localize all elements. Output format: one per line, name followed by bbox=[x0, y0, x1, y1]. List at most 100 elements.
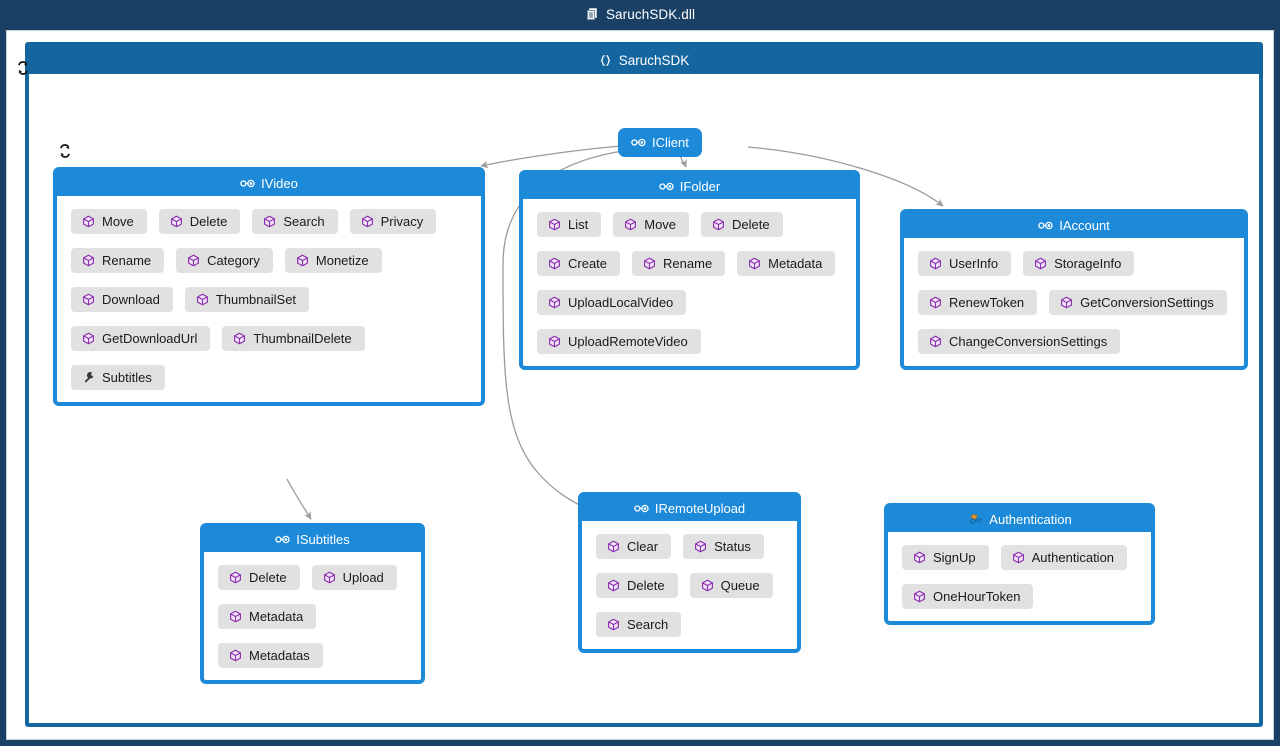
member-renewtoken[interactable]: RenewToken bbox=[918, 290, 1038, 315]
method-icon bbox=[229, 610, 242, 623]
method-icon bbox=[196, 293, 209, 306]
member-label: Delete bbox=[249, 570, 287, 585]
member-label: Delete bbox=[189, 214, 228, 229]
node-ifolder-title: IFolder bbox=[679, 179, 721, 194]
method-icon bbox=[607, 618, 620, 631]
member-label: UploadRemoteVideo bbox=[568, 334, 688, 349]
member-label: List bbox=[568, 217, 589, 232]
method-icon bbox=[548, 296, 561, 309]
member-metadatas[interactable]: Metadatas bbox=[218, 643, 323, 668]
method-icon bbox=[929, 296, 942, 309]
member-list[interactable]: List bbox=[537, 212, 602, 237]
member-label: Queue bbox=[720, 578, 760, 593]
member-row: ChangeConversionSettings bbox=[918, 329, 1230, 354]
namespace-box: SaruchSDK bbox=[25, 42, 1263, 727]
member-storageinfo[interactable]: StorageInfo bbox=[1023, 251, 1135, 276]
member-label: UserInfo bbox=[949, 256, 999, 271]
member-label: ThumbnailDelete bbox=[253, 331, 352, 346]
member-row: Clear Status bbox=[596, 534, 783, 559]
member-label: Authentication bbox=[1031, 550, 1115, 565]
member-authentication[interactable]: Authentication bbox=[1000, 545, 1128, 570]
method-icon bbox=[233, 332, 246, 345]
member-download[interactable]: Download bbox=[71, 287, 173, 312]
member-rename[interactable]: Rename bbox=[71, 248, 165, 273]
member-delete[interactable]: Delete bbox=[218, 565, 300, 590]
member-changeconversionsettings[interactable]: ChangeConversionSettings bbox=[918, 329, 1121, 354]
member-clear[interactable]: Clear bbox=[596, 534, 672, 559]
member-privacy[interactable]: Privacy bbox=[349, 209, 437, 234]
member-delete[interactable]: Delete bbox=[701, 212, 783, 237]
member-row: SignUp Authentication bbox=[902, 545, 1137, 570]
member-row: Metadatas bbox=[218, 643, 407, 668]
member-create[interactable]: Create bbox=[537, 251, 621, 276]
member-thumbnailset[interactable]: ThumbnailSet bbox=[184, 287, 310, 312]
member-label: UploadLocalVideo bbox=[568, 295, 674, 310]
member-label: Clear bbox=[627, 539, 659, 554]
member-getdownloadurl[interactable]: GetDownloadUrl bbox=[71, 326, 211, 351]
assembly-icon bbox=[585, 7, 599, 21]
collapse-toggle-icon-namespace[interactable] bbox=[57, 144, 72, 159]
member-label: Metadata bbox=[768, 256, 823, 271]
member-category[interactable]: Category bbox=[176, 248, 273, 273]
member-upload[interactable]: Upload bbox=[311, 565, 397, 590]
member-queue[interactable]: Queue bbox=[689, 573, 773, 598]
member-row: GetDownloadUrl ThumbnailDelete bbox=[71, 326, 467, 351]
member-search[interactable]: Search bbox=[252, 209, 338, 234]
member-thumbnaildelete[interactable]: ThumbnailDelete bbox=[222, 326, 365, 351]
interface-icon bbox=[275, 534, 290, 545]
member-rename[interactable]: Rename bbox=[632, 251, 726, 276]
node-iaccount-header: IAccount bbox=[904, 213, 1244, 238]
member-move[interactable]: Move bbox=[71, 209, 147, 234]
member-userinfo[interactable]: UserInfo bbox=[918, 251, 1012, 276]
namespace-braces-icon bbox=[599, 54, 612, 67]
member-delete[interactable]: Delete bbox=[158, 209, 241, 234]
member-search[interactable]: Search bbox=[596, 612, 682, 637]
member-row: UploadLocalVideo bbox=[537, 290, 842, 315]
member-delete[interactable]: Delete bbox=[596, 573, 678, 598]
member-label: ThumbnailSet bbox=[215, 292, 297, 307]
interface-icon bbox=[1038, 220, 1053, 231]
member-label: Download bbox=[102, 292, 160, 307]
member-move[interactable]: Move bbox=[613, 212, 690, 237]
window-title: SaruchSDK.dll bbox=[605, 6, 696, 22]
member-label: Subtitles bbox=[102, 370, 152, 385]
member-row: RenewToken GetConversionSettings bbox=[918, 290, 1230, 315]
node-iclient[interactable]: IClient bbox=[618, 128, 702, 157]
method-icon bbox=[1034, 257, 1047, 270]
member-getconversionsettings[interactable]: GetConversionSettings bbox=[1049, 290, 1227, 315]
method-icon bbox=[296, 254, 309, 267]
member-monetize[interactable]: Monetize bbox=[284, 248, 382, 273]
node-iremoteupload-title: IRemoteUpload bbox=[654, 501, 746, 516]
member-metadata[interactable]: Metadata bbox=[218, 604, 317, 629]
member-label: Delete bbox=[732, 217, 770, 232]
member-onehourtoken[interactable]: OneHourToken bbox=[902, 584, 1034, 609]
collapse-toggle-icon-assembly[interactable] bbox=[15, 61, 30, 76]
member-label: Category bbox=[207, 253, 260, 268]
member-uploadremotevideo[interactable]: UploadRemoteVideo bbox=[537, 329, 701, 354]
member-metadata[interactable]: Metadata bbox=[737, 251, 836, 276]
member-subtitles[interactable]: Subtitles bbox=[71, 365, 165, 390]
node-isubtitles-title: ISubtitles bbox=[296, 532, 350, 547]
member-signup[interactable]: SignUp bbox=[902, 545, 989, 570]
method-icon bbox=[624, 218, 637, 231]
member-status[interactable]: Status bbox=[683, 534, 764, 559]
member-uploadlocalvideo[interactable]: UploadLocalVideo bbox=[537, 290, 687, 315]
member-label: Monetize bbox=[315, 253, 369, 268]
node-iclient-title: IClient bbox=[652, 135, 689, 150]
member-label: Status bbox=[714, 539, 751, 554]
method-icon bbox=[929, 335, 942, 348]
method-icon bbox=[1060, 296, 1073, 309]
node-authentication-title: Authentication bbox=[989, 512, 1072, 527]
member-label: Search bbox=[283, 214, 325, 229]
method-icon bbox=[187, 254, 200, 267]
namespace-header: SaruchSDK bbox=[29, 46, 1259, 74]
method-icon bbox=[82, 332, 95, 345]
member-label: RenewToken bbox=[949, 295, 1025, 310]
